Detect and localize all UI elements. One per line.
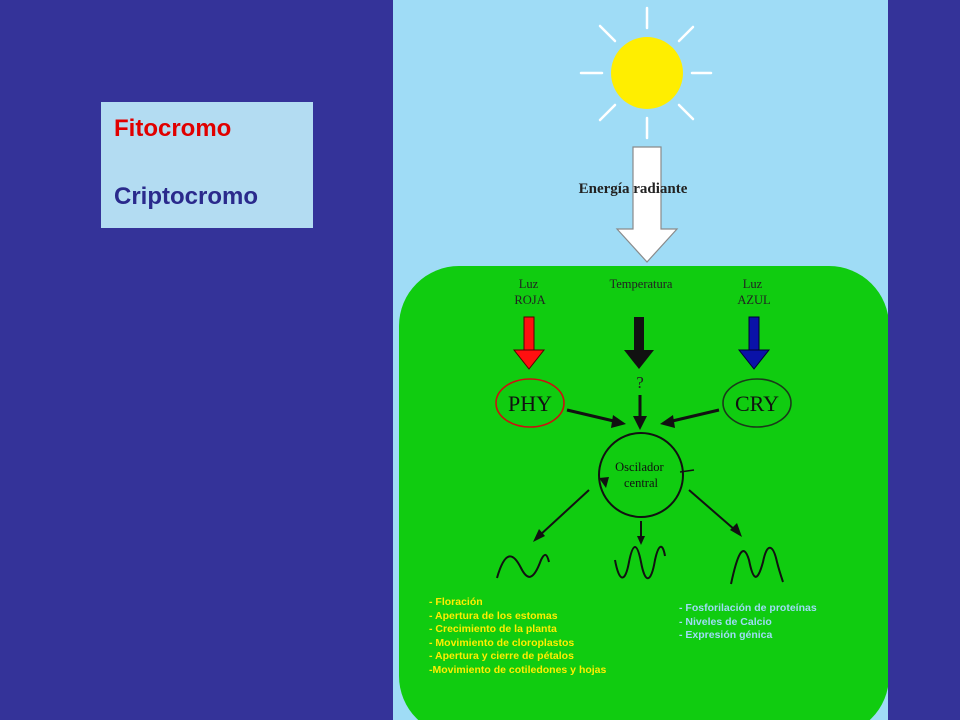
physiological-outputs-list: - Floración - Apertura de los estomas - … (429, 596, 606, 678)
blue-light-line-1: Luz (743, 277, 763, 291)
cry-label: CRY (735, 391, 779, 416)
input-to-oscillator-arrows (566, 395, 720, 430)
oscillator-line-1: Oscilador (615, 460, 664, 474)
energy-arrow (615, 146, 679, 263)
sun-icon (579, 6, 713, 140)
cry-ring (722, 378, 792, 428)
temperature-unknown-mark: ? (636, 373, 644, 392)
feedback-arrow (599, 469, 695, 488)
molecular-outputs-list: - Fosforilación de proteínas - Niveles d… (679, 602, 817, 643)
wave-center-icon (614, 545, 666, 580)
red-light-line-1: Luz (519, 277, 539, 291)
phy-label: PHY (508, 391, 552, 416)
blue-light-line-2: AZUL (737, 293, 770, 307)
red-light-arrow (512, 316, 546, 370)
fitocromo-label: Fitocromo (114, 115, 232, 142)
wave-right-icon (730, 546, 784, 585)
energy-label: Energía radiante (579, 181, 688, 197)
blue-light-label: Luz AZUL (737, 277, 770, 307)
oscillator-line-2: central (624, 476, 659, 490)
wave-left-icon (496, 554, 550, 579)
red-light-label: Luz ROJA (514, 277, 545, 307)
list-item: - Floración (429, 596, 483, 608)
output-arrows (533, 489, 742, 545)
list-item: - Niveles de Calcio (679, 615, 772, 628)
blue-light-arrow (737, 316, 771, 370)
oscillator-label: Oscilador central (615, 460, 667, 490)
photoreceptor-legend: Fitocromo Criptocromo (101, 102, 313, 228)
list-item: - Apertura de los estomas (429, 609, 558, 622)
temperature-arrow (624, 317, 654, 369)
red-light-line-2: ROJA (514, 293, 545, 307)
list-item: - Fosforilación de proteínas (679, 602, 817, 614)
temperature-label: Temperatura (610, 277, 673, 291)
phy-ring (495, 378, 565, 428)
list-item: - Apertura y cierre de pétalos (429, 650, 574, 663)
list-item: - Crecimiento de la planta (429, 623, 557, 636)
list-item: - Expresión génica (679, 629, 773, 642)
criptocromo-label: Criptocromo (114, 183, 258, 210)
oscillator-ring (598, 432, 684, 518)
list-item: - Movimiento de cloroplastos (429, 636, 575, 649)
circadian-diagram: Energía radiante Luz ROJA Temperatura Lu… (393, 0, 888, 720)
list-item: -Movimiento de cotiledones y hojas (429, 663, 607, 676)
diagram-svg: Energía radiante Luz ROJA Temperatura Lu… (399, 6, 888, 720)
